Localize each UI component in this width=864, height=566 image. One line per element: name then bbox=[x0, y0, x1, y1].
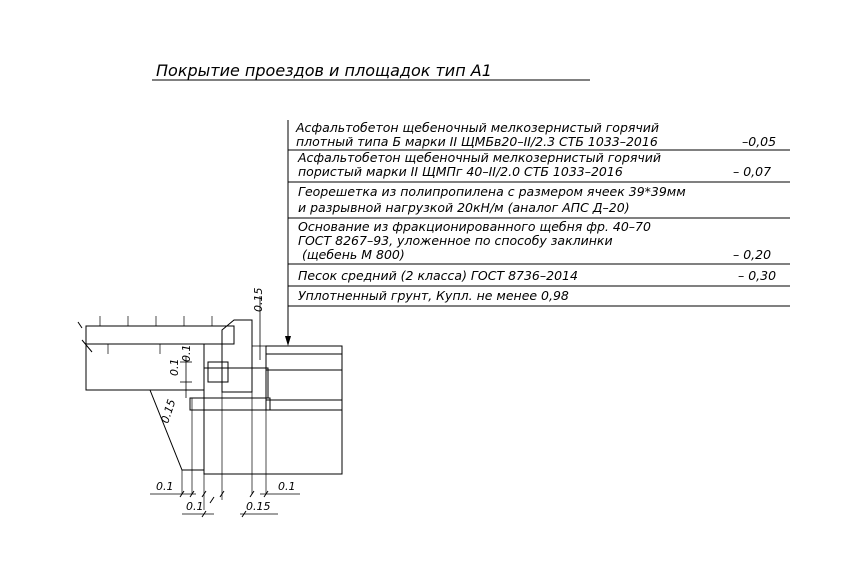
layer-thickness: – 0,20 bbox=[733, 247, 771, 262]
road-gravel-base bbox=[265, 369, 343, 401]
layer-table bbox=[285, 120, 790, 346]
road-sand-upper bbox=[265, 399, 343, 411]
road-sand-layer bbox=[203, 409, 343, 475]
ground-break-left bbox=[77, 321, 93, 353]
dim-slope: 0.15 bbox=[158, 398, 178, 425]
layer-row-2: Георешетка из полипропилена с размером я… bbox=[298, 184, 686, 215]
dim-bottom-right: 0.1 bbox=[278, 480, 296, 493]
dim-bottom-mid-left: 0.1 bbox=[186, 500, 204, 513]
layer-row-1: Асфальтобетон щебеночный мелкозернистый … bbox=[297, 150, 771, 179]
layer-text: пористый марки II ЩМПг 40–II/2.0 СТБ 103… bbox=[298, 164, 623, 179]
dim-vertical-a: 0.1 bbox=[168, 359, 181, 377]
layer-text: Песок средний (2 класса) ГОСТ 8736–2014 bbox=[298, 268, 578, 283]
layer-thickness: – 0,07 bbox=[733, 164, 771, 179]
layer-thickness: – 0,30 bbox=[738, 268, 776, 283]
road-asphalt-second bbox=[265, 353, 343, 371]
cross-section bbox=[77, 296, 343, 510]
road-geogrid-band bbox=[189, 397, 271, 411]
layer-row-5: Уплотненный грунт, Купл. не менее 0,98 bbox=[298, 288, 569, 303]
curb-bedding-inner bbox=[207, 361, 229, 383]
curb-bedding bbox=[203, 367, 269, 399]
sidewalk-top-layer bbox=[85, 325, 235, 345]
dim-bottom-left: 0.1 bbox=[156, 480, 174, 493]
layer-text: Основание из фракционированного щебня фр… bbox=[298, 219, 651, 234]
layer-row-4: Песок средний (2 класса) ГОСТ 8736–2014 … bbox=[298, 268, 776, 283]
dim-vertical-b: 0.1 bbox=[180, 345, 193, 363]
drawing-title: Покрытие проездов и площадок тип А1 bbox=[156, 61, 492, 80]
layer-text: Уплотненный грунт, Купл. не менее 0,98 bbox=[298, 288, 569, 303]
dim-bottom-mid-right: 0.15 bbox=[246, 500, 271, 513]
layer-text: (щебень М 800) bbox=[298, 247, 405, 262]
layer-text: Асфальтобетон щебеночный мелкозернистый … bbox=[295, 120, 659, 135]
dim-curb-top: 0.15 bbox=[252, 288, 265, 313]
dimension-labels: 0.15 0.1 0.1 0.15 0.1 0.1 0.1 0.15 bbox=[150, 288, 300, 518]
curb-stone bbox=[221, 319, 253, 393]
road-asphalt-top bbox=[265, 345, 343, 355]
layer-text: ГОСТ 8267–93, уложенное по способу закли… bbox=[298, 233, 613, 248]
layer-text: Асфальтобетон щебеночный мелкозернистый … bbox=[297, 150, 661, 165]
layer-text: и разрывной нагрузкой 20кН/м (аналог АПС… bbox=[298, 200, 630, 215]
layer-row-0: Асфальтобетон щебеночный мелкозернистый … bbox=[295, 120, 776, 149]
layer-text: плотный типа Б марки II ЩМБв20–II/2.3 СТ… bbox=[296, 134, 658, 149]
layer-row-3: Основание из фракционированного щебня фр… bbox=[298, 219, 771, 262]
sidewalk-base-layer bbox=[85, 343, 205, 391]
layer-text: Георешетка из полипропилена с размером я… bbox=[298, 184, 686, 199]
layer-thickness: –0,05 bbox=[742, 134, 776, 149]
